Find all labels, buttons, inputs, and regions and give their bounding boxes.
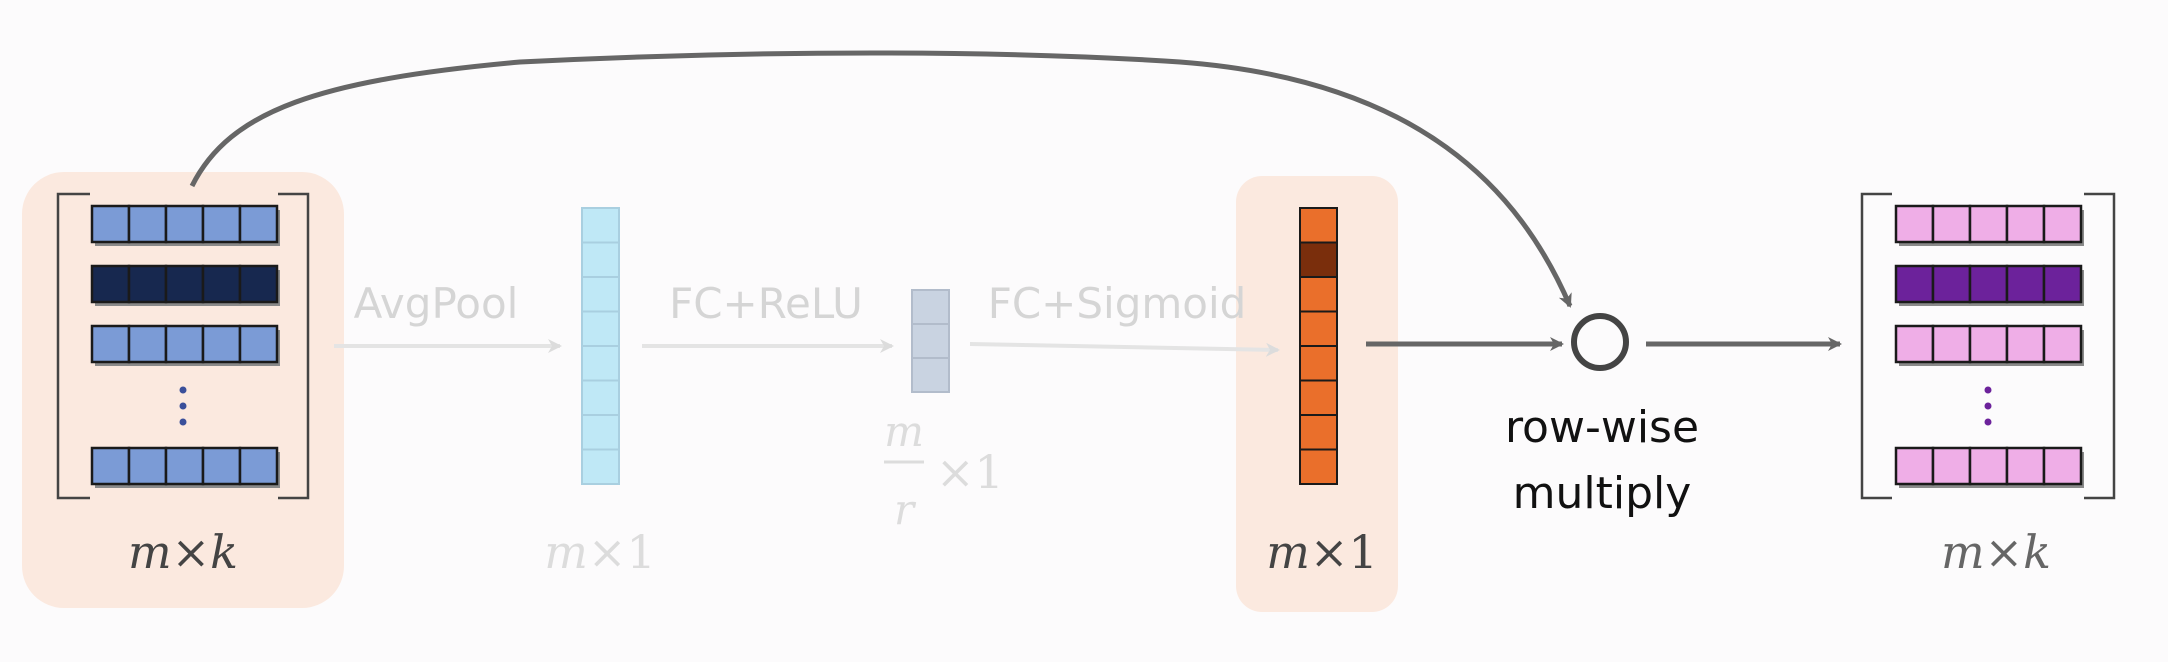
output-cell <box>2042 264 2083 304</box>
reduced-cell <box>911 289 950 325</box>
input-cell <box>127 446 168 486</box>
attention-cell <box>1299 207 1338 244</box>
fc-sigmoid-arrow <box>969 342 1280 357</box>
output-cell <box>1894 204 1935 244</box>
input-cell <box>164 324 205 364</box>
attention-vector <box>1299 207 1338 485</box>
input-cell <box>164 204 205 244</box>
input-cell <box>90 204 131 244</box>
input-ellipsis <box>179 386 187 426</box>
input-cell <box>201 324 242 364</box>
attention-cell <box>1299 241 1338 278</box>
input-cell <box>90 446 131 486</box>
input-matrix <box>56 192 310 500</box>
avgpool-label: AvgPool <box>354 279 519 328</box>
output-cell <box>2042 324 2083 364</box>
output-left-bracket <box>1860 192 1892 500</box>
output-cell <box>1931 324 1972 364</box>
input-left-bracket <box>56 192 90 500</box>
pooled-vector <box>581 207 620 485</box>
output-cell <box>2005 204 2046 244</box>
output-matrix <box>1860 192 2116 500</box>
reduced-cell <box>911 357 950 393</box>
output-cell <box>1968 264 2009 304</box>
output-cell <box>1968 446 2009 486</box>
reduced-cell <box>911 323 950 359</box>
input-cell <box>201 264 242 304</box>
output-cell <box>1894 324 1935 364</box>
output-cell <box>1894 446 1935 486</box>
reduced-dim-denominator: r <box>894 485 917 534</box>
pooled-dim-label: m×1 <box>544 525 655 579</box>
input-cell <box>90 324 131 364</box>
multiply-label: multiply <box>1513 468 1692 519</box>
attention-cell <box>1299 345 1338 382</box>
input-right-bracket <box>278 192 310 500</box>
attention-cell <box>1299 276 1338 313</box>
pooled-cell <box>581 379 620 416</box>
input-cell <box>127 264 168 304</box>
output-cell <box>1894 264 1935 304</box>
reduced-vector <box>911 289 950 393</box>
pooled-cell <box>581 207 620 244</box>
pooled-cell <box>581 448 620 485</box>
output-right-bracket <box>2084 192 2116 500</box>
pooled-cell <box>581 276 620 313</box>
input-dim-label: m×k <box>128 525 238 579</box>
reduced-dim-label: m r ×1 <box>884 407 1004 534</box>
input-cell <box>238 264 279 304</box>
fc-sigmoid-label: FC+Sigmoid <box>988 279 1247 328</box>
attention-cell <box>1299 310 1338 347</box>
pooled-cell <box>581 241 620 278</box>
input-cell <box>90 264 131 304</box>
attention-cell <box>1299 448 1338 485</box>
rowwise-label: row-wise <box>1505 402 1699 453</box>
fc-relu-label: FC+ReLU <box>669 279 863 328</box>
skip-connection-arrow <box>189 50 1573 308</box>
multiply-node <box>1571 313 1629 371</box>
output-cell <box>1931 446 1972 486</box>
output-cell <box>1968 324 2009 364</box>
input-cell <box>127 324 168 364</box>
output-cell <box>2005 324 2046 364</box>
attention-dim-label: m×1 <box>1266 525 1377 579</box>
reduced-dim-numerator: m <box>884 407 924 456</box>
output-cell <box>2042 446 2083 486</box>
input-cell <box>164 264 205 304</box>
output-cell <box>1931 264 1972 304</box>
input-cell <box>201 446 242 486</box>
output-cell <box>2005 446 2046 486</box>
input-cell <box>127 204 168 244</box>
input-cell <box>238 204 279 244</box>
output-cell <box>2042 204 2083 244</box>
output-cell <box>1931 204 1972 244</box>
pooled-cell <box>581 310 620 347</box>
input-cell <box>201 204 242 244</box>
output-cell <box>1968 204 2009 244</box>
output-cell <box>2005 264 2046 304</box>
input-cell <box>238 324 279 364</box>
output-ellipsis <box>1984 386 1992 426</box>
input-cell <box>164 446 205 486</box>
input-cell <box>238 446 279 486</box>
pooled-cell <box>581 414 620 451</box>
output-dim-label: m×k <box>1941 525 2051 579</box>
reduced-dim-rest: ×1 <box>936 445 1004 499</box>
attention-cell <box>1299 379 1338 416</box>
pooled-cell <box>581 345 620 382</box>
attention-cell <box>1299 414 1338 451</box>
